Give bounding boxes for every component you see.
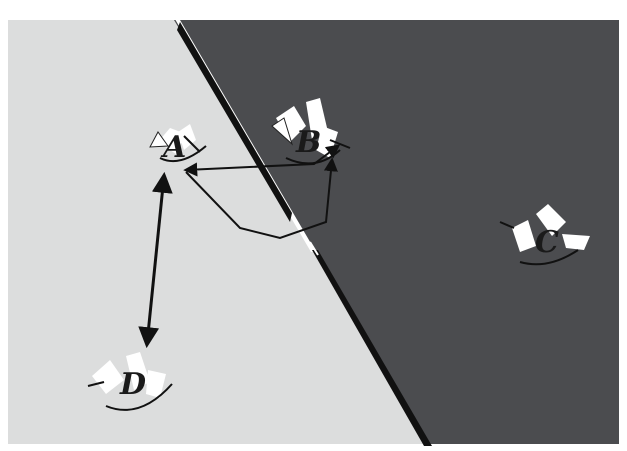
node-b-label: B [295,125,321,160]
node-a-label: A [160,130,186,165]
node-d-label: D [119,367,146,402]
node-c-label: C [535,225,559,260]
